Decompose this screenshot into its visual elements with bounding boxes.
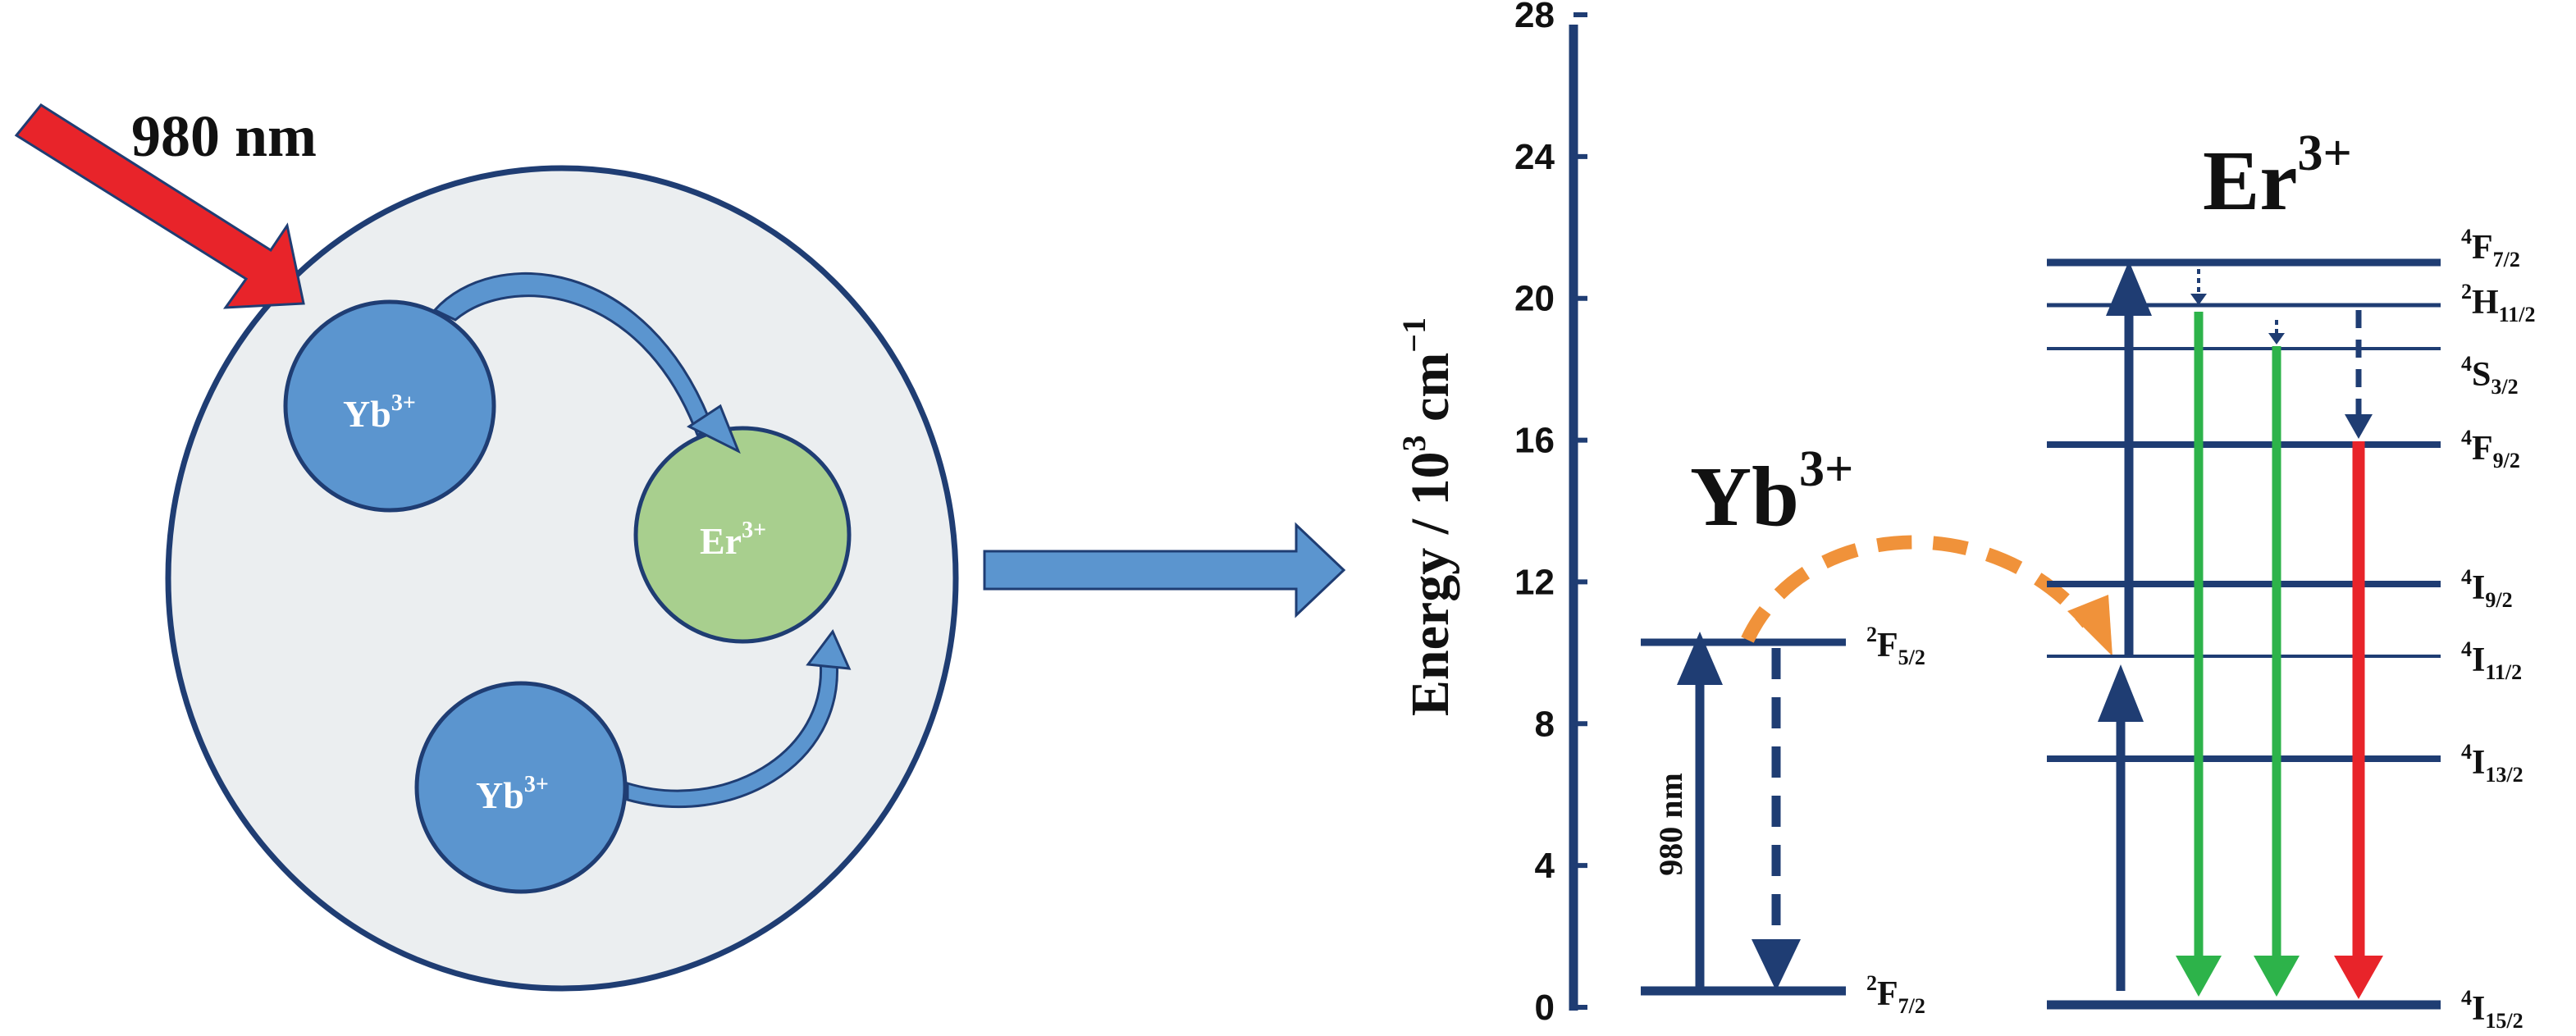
y-tick-label: 24 — [1514, 137, 1555, 177]
er-level-label: 4F9/2 — [2461, 426, 2520, 472]
y-tick-label: 20 — [1514, 279, 1555, 319]
svg-text:Yb3+: Yb3+ — [343, 390, 416, 435]
energy-transfer-arrow — [1741, 535, 2112, 656]
svg-text:Er3+: Er3+ — [700, 518, 766, 562]
svg-text:Yb3+: Yb3+ — [476, 772, 549, 816]
energy-diagram: Energy / 103 cm−1 0 4 8 12 16 20 24 28 Yb3+ 2F5… — [1395, 0, 2535, 1033]
y-axis-ticks: 0 4 8 12 16 20 24 28 — [1514, 0, 1587, 1028]
yb-absorption-arrow — [1677, 632, 1723, 991]
er-title: Er3+ — [2203, 126, 2352, 228]
yb-ion-top: Yb3+ — [283, 299, 496, 513]
y-tick-label: 12 — [1514, 562, 1555, 602]
nanoparticle-panel: 980 nm Yb3+ Er3+ Yb3+ — [14, 103, 959, 992]
er-ion: Er3+ — [633, 426, 852, 644]
laser-arrow-icon — [14, 103, 305, 309]
y-tick-label: 8 — [1535, 704, 1555, 744]
er-relaxation-arrow-2 — [2268, 320, 2285, 345]
yb-relaxation-arrow — [1752, 648, 1801, 991]
yb-excitation-label: 980 nm — [1652, 773, 1689, 876]
er-relaxation-arrow-3 — [2345, 310, 2373, 439]
y-tick-label: 0 — [1535, 988, 1555, 1028]
yb-ion-bottom: Yb3+ — [414, 681, 628, 894]
y-tick-label: 28 — [1514, 0, 1555, 35]
er-level-label: 4I13/2 — [2461, 740, 2523, 787]
er-level-label: 4I15/2 — [2461, 986, 2523, 1032]
excitation-label: 980 nm — [131, 103, 317, 169]
er-level-label: 2H11/2 — [2461, 280, 2535, 326]
er-relaxation-arrow-1 — [2190, 269, 2207, 305]
er-level-label: 4I11/2 — [2461, 637, 2522, 684]
yb-level-label-2f72: 2F7/2 — [1866, 971, 1925, 1018]
transfer-arrow-bottom — [626, 629, 852, 808]
er-absorption-arrow-2 — [2106, 261, 2152, 656]
er-level-label: 4S3/2 — [2461, 352, 2519, 399]
transfer-arrow-top — [432, 272, 741, 454]
er-absorption-arrow-1 — [2098, 664, 2144, 991]
y-tick-label: 16 — [1514, 421, 1555, 461]
y-tick-label: 4 — [1535, 846, 1555, 886]
er-level-label: 4I9/2 — [2461, 565, 2513, 612]
red-emission-arrow — [2334, 441, 2383, 999]
panel-link-arrow-icon — [983, 522, 1346, 618]
yb-level-label-2f52: 2F5/2 — [1866, 623, 1925, 669]
green-emission-arrow-2 — [2254, 346, 2300, 997]
er-level-label: 4F7/2 — [2461, 225, 2520, 272]
green-emission-arrow-1 — [2176, 312, 2222, 997]
yb-title: Yb3+ — [1690, 441, 1853, 544]
axis-title: Energy / 103 cm−1 — [1395, 317, 1460, 716]
